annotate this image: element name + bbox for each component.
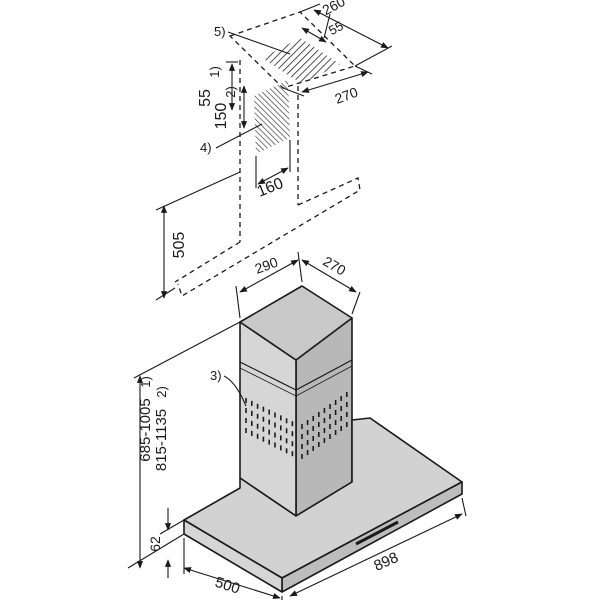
- label-height-range-2-ref: 2): [154, 386, 169, 398]
- label-canopy-depth: 500: [213, 574, 242, 598]
- label-canopy-height: 62: [147, 536, 163, 552]
- callout-3: 3): [210, 368, 222, 383]
- callout-labels: 5) 4) 3): [200, 24, 226, 383]
- side-filter-panel: [254, 80, 290, 154]
- label-bracket-h1-ref: 1): [207, 66, 222, 78]
- upper-chimney-outline: [174, 11, 361, 297]
- label-top-offset: 55: [326, 18, 346, 38]
- chimney-vent-slots: [245, 392, 348, 459]
- label-chimney-depth: 270: [320, 253, 348, 279]
- label-bracket-h1: 55: [197, 89, 214, 107]
- dimension-lines: [127, 3, 467, 600]
- label-height-range-1-ref: 1): [138, 376, 153, 388]
- label-height-range-1: 685-1005: [137, 398, 154, 461]
- label-height-range-2: 815-1135: [153, 409, 170, 471]
- callout-5: 5): [214, 24, 226, 39]
- top-vent-grille: [262, 38, 340, 84]
- label-lower-gap: 505: [171, 232, 188, 259]
- callout-4: 4): [200, 140, 212, 155]
- label-bracket-h2: 150: [213, 103, 230, 130]
- label-bracket-h2-ref: 2): [223, 86, 238, 98]
- label-chimney-width: 290: [253, 254, 281, 277]
- label-canopy-width: 898: [371, 549, 401, 575]
- label-filter-width: 160: [255, 175, 286, 201]
- label-top-width: 270: [333, 84, 361, 107]
